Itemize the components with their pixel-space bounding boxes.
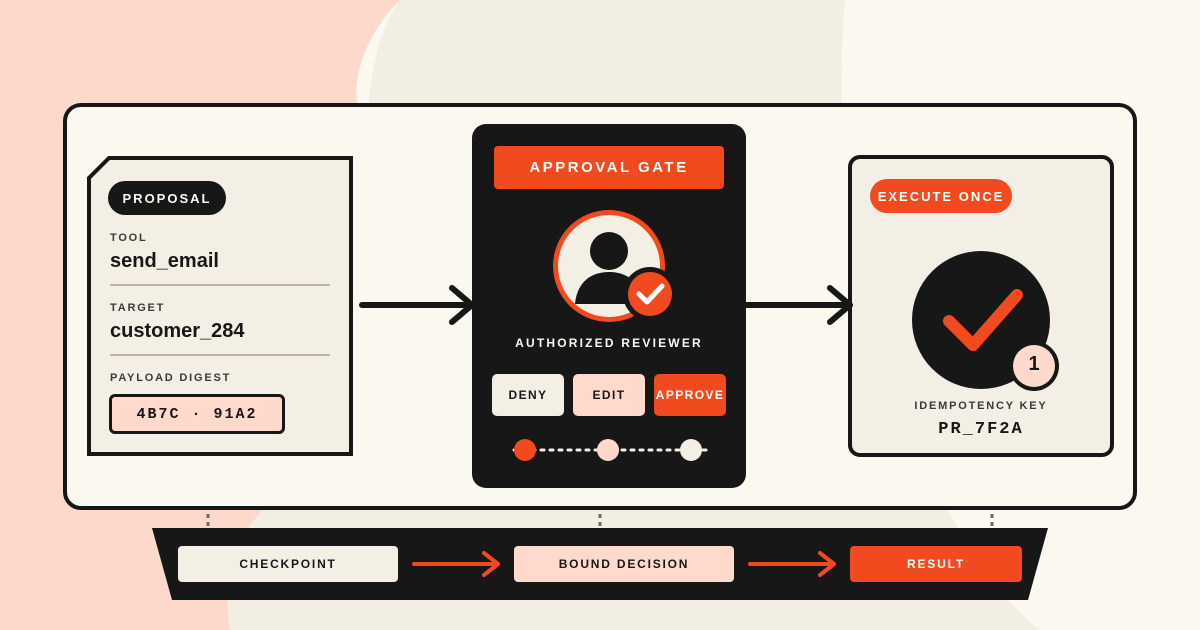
tool-label: TOOL	[110, 232, 148, 244]
approval-gate-card: APPROVAL GATE AUTHORIZED REVIEWER DENY E…	[472, 124, 746, 488]
proposal-card: PROPOSAL TOOL send_email TARGET customer…	[87, 156, 353, 456]
progress-steps	[512, 439, 708, 461]
deny-button[interactable]: DENY	[492, 374, 564, 416]
stage-bound-decision: BOUND DECISION	[514, 546, 734, 582]
step-dot	[597, 439, 619, 461]
step-dot	[514, 439, 536, 461]
checkmark-icon	[912, 251, 1059, 391]
approve-button[interactable]: APPROVE	[654, 374, 726, 416]
execute-badge: EXECUTE ONCE	[870, 179, 1012, 213]
step-dot	[680, 439, 702, 461]
proposal-card-shape	[87, 156, 353, 456]
idempotency-value: PR_7F2A	[938, 420, 1024, 439]
digest-value: 4B7C · 91A2	[109, 394, 285, 434]
stage-checkpoint: CHECKPOINT	[178, 546, 398, 582]
edit-button[interactable]: EDIT	[573, 374, 645, 416]
execute-card: EXECUTE ONCE 1 IDEMPOTENCY KEY PR_7F2A	[848, 155, 1114, 457]
field-divider	[110, 354, 330, 356]
target-value: customer_284	[110, 320, 245, 342]
reviewer-label: AUTHORIZED REVIEWER	[515, 336, 703, 350]
tool-value: send_email	[110, 250, 219, 272]
stage-result: RESULT	[850, 546, 1022, 582]
user-check-icon	[553, 210, 676, 322]
proposal-badge: PROPOSAL	[108, 181, 226, 215]
execution-count-badge: 1	[1028, 353, 1040, 375]
field-divider	[110, 284, 330, 286]
digest-label: PAYLOAD DIGEST	[110, 372, 232, 384]
target-label: TARGET	[110, 302, 166, 314]
idempotency-label: IDEMPOTENCY KEY	[914, 400, 1048, 412]
gate-title: APPROVAL GATE	[494, 146, 724, 189]
